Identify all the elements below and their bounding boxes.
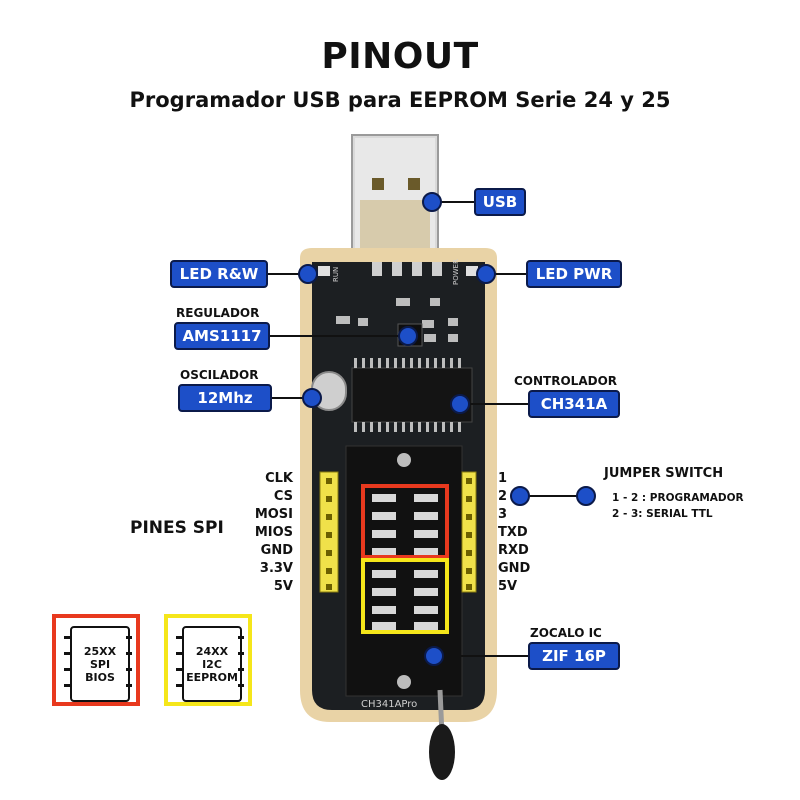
legend-24xx-line: 24XX <box>195 644 229 658</box>
led-pwr <box>466 266 478 276</box>
regulador-caption: REGULADOR <box>176 306 260 320</box>
uart-pin-label: 3 <box>498 507 508 522</box>
uart-pin-label: 5V <box>498 579 518 594</box>
spi-pin-label: MIOS <box>254 525 293 540</box>
jumper-option-serial: 2 - 3: SERIAL TTL <box>612 508 713 520</box>
spi-pin-label: 3.3V <box>259 561 293 576</box>
uart-pin-label: 2 <box>498 489 508 504</box>
legend-24xx-chip: 24XX I2C EEPROM <box>182 626 242 702</box>
uart-pin-label: TXD <box>498 525 528 540</box>
legend-24xx-card: 24XX I2C EEPROM <box>164 614 252 706</box>
spi-pin-label: GND <box>260 543 293 558</box>
uart-pin-label: GND <box>498 561 531 576</box>
legend-25xx-line: BIOS <box>85 670 115 684</box>
screw-top <box>397 453 411 467</box>
page-subtitle: Programador USB para EEPROM Serie 24 y 2… <box>129 88 671 112</box>
uart-pin-label: RXD <box>498 543 529 558</box>
spi-25xx-region <box>361 484 449 559</box>
jumper-switch-title: JUMPER SWITCH <box>604 466 724 481</box>
controlador-badge: CH341A <box>528 390 620 418</box>
controller-chip <box>351 358 473 432</box>
usb-connector <box>351 134 439 256</box>
oscilador-badge: 12Mhz <box>178 384 272 412</box>
legend-25xx-chip: 25XX SPI BIOS <box>70 626 130 702</box>
legend-25xx-line: 25XX <box>83 644 117 658</box>
spi-pin-label: 5V <box>273 579 293 594</box>
spi-pins-title: PINES SPI <box>130 518 224 538</box>
zif-lever-knob <box>429 724 455 780</box>
screw-bottom <box>397 675 411 689</box>
oscilador-caption: OSCILADOR <box>180 368 259 382</box>
zocalo-caption: ZOCALO IC <box>530 626 602 640</box>
callout-dots <box>298 192 596 666</box>
legend-25xx-card: 25XX SPI BIOS <box>52 614 140 706</box>
regulador-badge: AMS1117 <box>174 322 270 350</box>
spi-pin-label: MOSI <box>254 507 293 522</box>
spi-pin-list: CLK CS MOSI MIOS GND 3.3V 5V <box>255 470 293 596</box>
spi-pin-label: CS <box>273 489 293 504</box>
page-title: PINOUT <box>321 36 479 77</box>
controlador-caption: CONTROLADOR <box>514 374 618 388</box>
silk-power: POWER <box>452 259 460 285</box>
jumper-option-programmer: 1 - 2 : PROGRAMADOR <box>612 492 744 504</box>
silk-run: RUN <box>332 267 340 282</box>
uart-pin-label: 1 <box>498 471 508 486</box>
usb-badge: USB <box>474 188 526 216</box>
led-pwr-badge: LED PWR <box>526 260 622 288</box>
uart-pin-list: 1 2 3 TXD RXD GND 5V <box>498 470 530 596</box>
i2c-24xx-region <box>361 558 449 634</box>
zocalo-badge: ZIF 16P <box>528 642 620 670</box>
spi-pin-label: CLK <box>265 471 293 486</box>
legend-25xx-line: SPI <box>89 657 111 671</box>
legend-24xx-line: EEPROM <box>186 670 238 684</box>
led-rw <box>318 266 330 276</box>
silk-bottom: CH341APro <box>361 699 417 710</box>
led-rw-badge: LED R&W <box>170 260 268 288</box>
legend-24xx-line: I2C <box>202 657 222 671</box>
